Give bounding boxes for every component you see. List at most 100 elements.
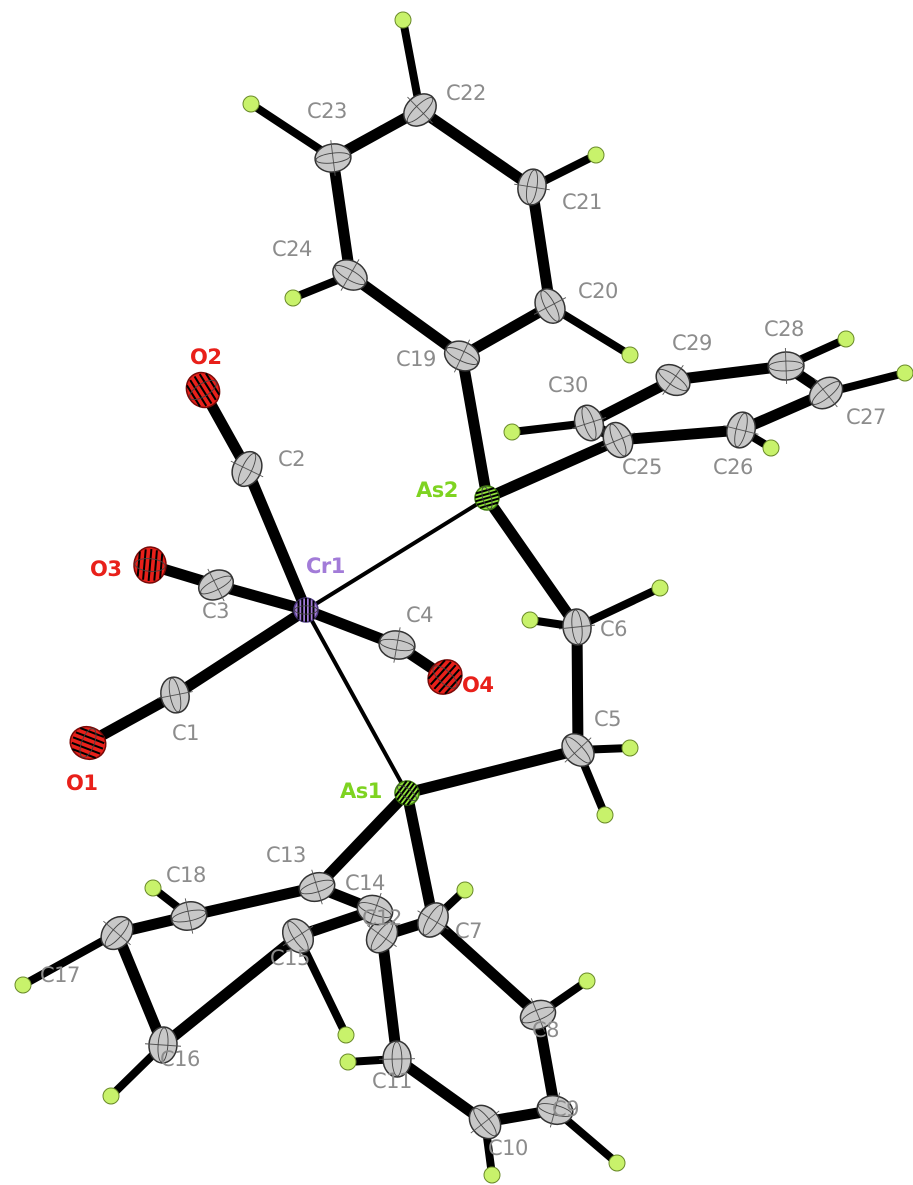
label-C4: C4	[406, 603, 433, 627]
label-C15: C15	[270, 946, 310, 970]
label-As1: As1	[340, 779, 382, 803]
label-C6: C6	[600, 617, 627, 641]
label-C8: C8	[532, 1018, 559, 1042]
label-C19: C19	[396, 347, 436, 371]
label-C30: C30	[548, 373, 588, 397]
atom-As2	[474, 485, 500, 511]
atom-O1	[69, 725, 107, 761]
atom-C3	[197, 568, 235, 602]
atom-C8	[519, 998, 557, 1032]
label-C29: C29	[672, 331, 712, 355]
label-C20: C20	[578, 279, 618, 303]
atom-C28	[767, 347, 805, 385]
bonds-layer	[19, 16, 909, 1179]
atom-H-14	[578, 972, 596, 990]
atom-H-12	[596, 806, 614, 824]
label-O4: O4	[462, 673, 493, 697]
atoms-layer	[14, 11, 913, 1184]
label-C18: C18	[166, 863, 206, 887]
atom-C15	[281, 918, 315, 954]
atom-H-13	[456, 881, 474, 899]
label-C13: C13	[266, 843, 306, 867]
atom-C4	[378, 627, 416, 663]
atom-C2	[230, 450, 264, 488]
label-C25: C25	[622, 455, 662, 479]
label-C22: C22	[446, 81, 486, 105]
label-As2: As2	[416, 478, 458, 502]
label-C5: C5	[594, 707, 621, 731]
label-C23: C23	[307, 99, 347, 123]
atom-C25	[601, 421, 635, 459]
atom-C16	[145, 1026, 181, 1064]
atom-C22	[403, 93, 437, 127]
atom-C18	[170, 898, 208, 934]
atom-C30	[571, 404, 607, 442]
atom-H-1	[394, 11, 412, 29]
atom-O3	[133, 546, 167, 584]
bond-C20-C21	[526, 181, 556, 312]
label-C1: C1	[172, 721, 199, 745]
atom-C26	[723, 411, 759, 449]
atom-C9	[536, 1092, 574, 1128]
atom-H-9	[651, 579, 669, 597]
atom-C14	[356, 892, 394, 928]
atom-O4	[427, 659, 463, 695]
bond-C18-C13	[183, 881, 323, 922]
bond-Cr1-As1	[304, 608, 409, 795]
label-C10: C10	[488, 1136, 528, 1160]
bond-C6-C5	[571, 621, 584, 756]
atom-H-3	[284, 289, 302, 307]
bond-Cr1-C2	[241, 463, 312, 616]
bond-C8-C9	[532, 1009, 561, 1116]
label-C12: C12	[362, 906, 402, 930]
labels-layer: Cr1 As1 As2 O1 O2 O3 O4 C1 C2 C3 C4 C5 C…	[40, 81, 886, 1160]
atom-C5	[561, 732, 595, 768]
label-C16: C16	[160, 1047, 200, 1071]
atom-H-8	[503, 423, 521, 441]
atom-C27	[808, 376, 844, 410]
label-C24: C24	[272, 237, 312, 261]
label-C11: C11	[372, 1069, 412, 1093]
atom-C19	[443, 339, 481, 373]
atom-C10	[468, 1104, 502, 1140]
bond-As2-C6	[481, 492, 583, 633]
label-C26: C26	[713, 455, 753, 479]
atom-C13	[298, 869, 336, 905]
label-O2: O2	[190, 345, 221, 369]
atom-C24	[332, 259, 368, 291]
bond-As1-C7	[401, 787, 439, 926]
label-O3: O3	[90, 557, 121, 581]
atom-C20	[533, 288, 567, 324]
bond-C15-C16	[157, 930, 304, 1051]
bond-C23-C24	[327, 152, 356, 281]
atom-H-2	[242, 95, 260, 113]
bond-C24-C19	[344, 269, 468, 362]
atom-C12	[365, 918, 399, 954]
bond-C11-C12	[376, 930, 403, 1065]
label-Cr1: Cr1	[306, 554, 345, 578]
atom-C7	[417, 902, 449, 938]
atom-Cr1	[293, 597, 319, 623]
atom-H-7	[762, 439, 780, 457]
atom-H-4	[621, 346, 639, 364]
bond-C19-C20	[456, 300, 556, 362]
label-C17: C17	[40, 963, 80, 987]
atom-O2	[185, 371, 221, 409]
atom-C21	[514, 168, 550, 206]
atom-C17	[100, 915, 134, 951]
atom-H-16	[483, 1166, 501, 1184]
bond-C6-H9	[573, 584, 664, 631]
atom-H-18	[337, 1026, 355, 1044]
atom-C11	[378, 1040, 416, 1078]
bond-As1-C13	[311, 787, 413, 893]
bond-Cr1-C1	[169, 604, 312, 701]
atom-H-10	[521, 611, 539, 629]
bond-C25-C26	[612, 424, 747, 446]
atom-H-17	[339, 1053, 357, 1071]
atom-H-15	[608, 1154, 626, 1172]
bond-As2-C19	[456, 350, 493, 504]
label-C3: C3	[202, 599, 229, 623]
atom-H-0	[587, 146, 605, 164]
